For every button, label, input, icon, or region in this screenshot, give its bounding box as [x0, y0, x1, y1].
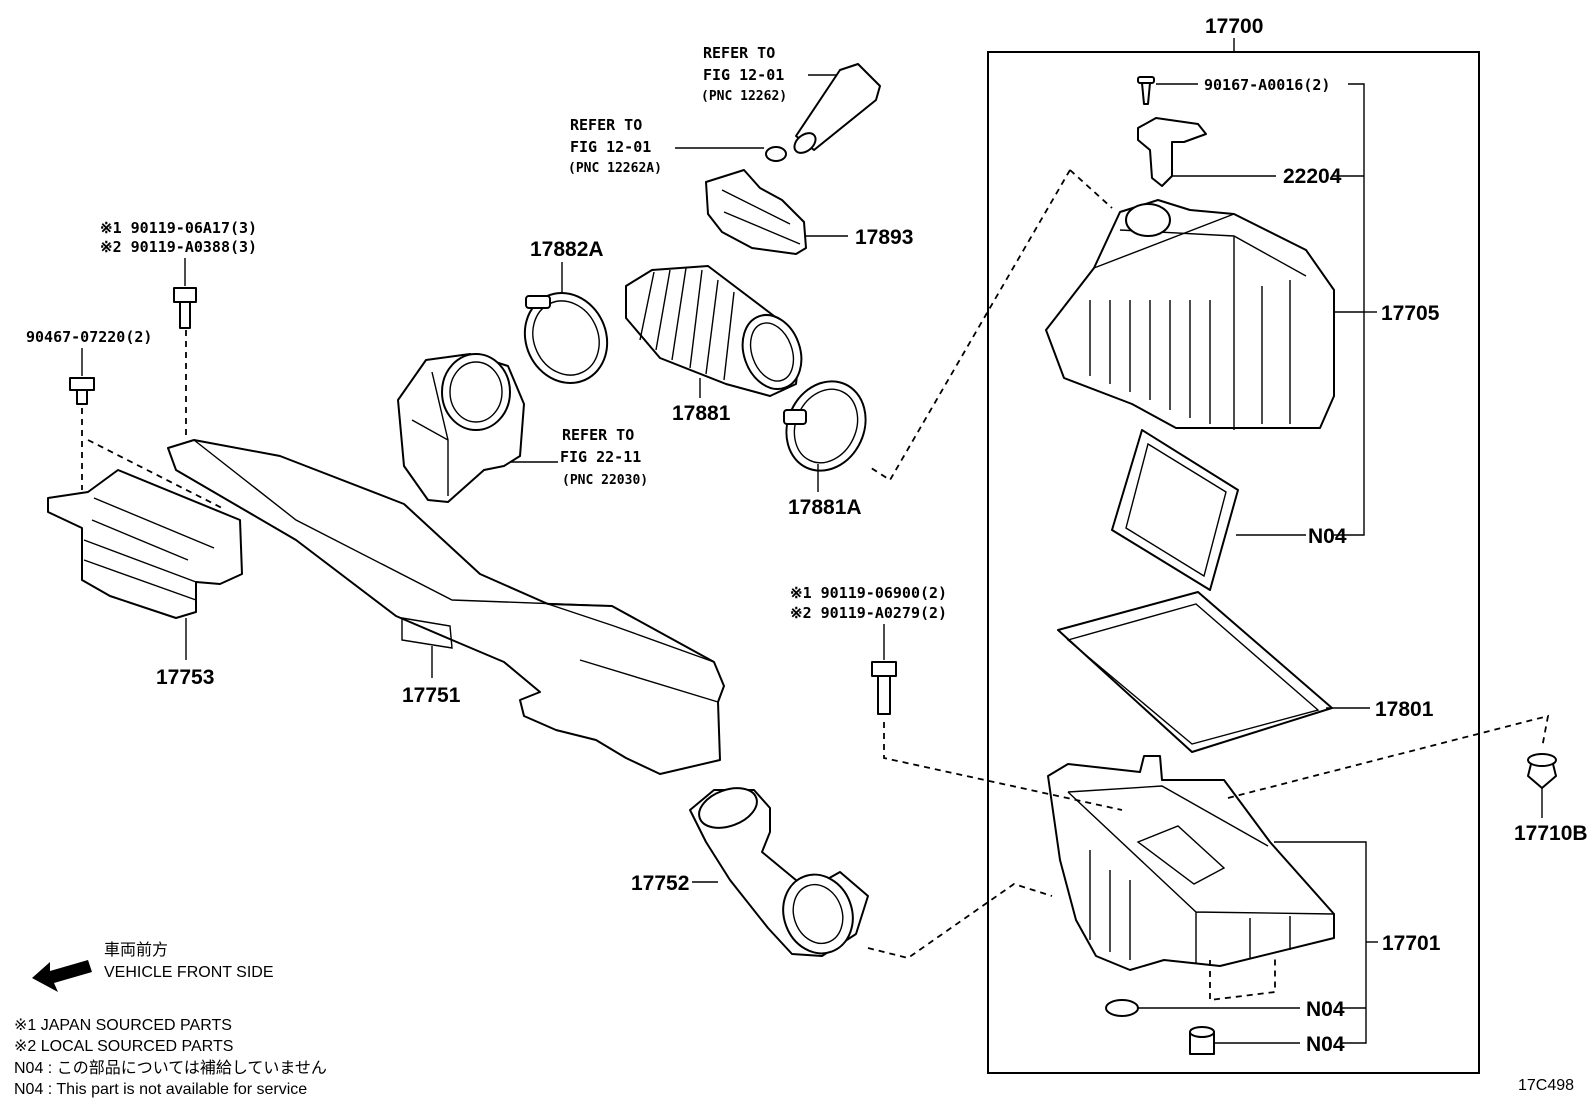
duct-17753: 17753	[47, 469, 243, 689]
label-17701: 17701	[1382, 932, 1441, 955]
label-bolt-right-b: ※2 90119-A0279(2)	[790, 604, 947, 622]
label-17752: 17752	[631, 872, 689, 895]
label-bolt-right-a: ※1 90119-06900(2)	[790, 584, 947, 602]
plug-n04-a: N04	[1105, 998, 1345, 1021]
grommet-17710b: 17710B	[1514, 753, 1588, 845]
label-17705: 17705	[1381, 302, 1440, 325]
label-17882a: 17882A	[530, 238, 604, 261]
figure-code: 17C498	[1518, 1077, 1574, 1094]
intake-hose-17881: 17881	[625, 265, 803, 425]
label-17801: 17801	[1375, 698, 1434, 721]
bolt-90467: 90467-07220(2)	[26, 328, 152, 405]
label-90467: 90467-07220(2)	[26, 328, 152, 346]
gasket-n04: N04	[1111, 429, 1347, 591]
dash-n04	[1209, 956, 1276, 1002]
dash-to-17881a	[867, 169, 1071, 482]
filter-17801: 17801	[1057, 591, 1434, 753]
duct-17751: 17751	[167, 439, 725, 775]
hose-12262	[793, 63, 881, 154]
plug-n04-b: N04	[1189, 1026, 1345, 1056]
label-22204: 22204	[1283, 165, 1342, 188]
label-n04-middle: N04	[1306, 998, 1345, 1021]
label-n04-upper: N04	[1308, 525, 1347, 548]
dash-case-top	[1069, 169, 1113, 209]
clamp-17881a: 17881A	[783, 380, 867, 519]
dash-17752	[867, 883, 1053, 959]
ref-top-line1: REFER TO	[703, 44, 775, 62]
ref-mid-line1: REFER TO	[570, 116, 642, 134]
dash-17710b	[1227, 714, 1550, 799]
throttle-body	[397, 353, 525, 503]
label-17753: 17753	[156, 666, 214, 689]
duct-17752: 17752	[631, 787, 869, 957]
bolt-left-90119: ※1 90119-06A17(3) ※2 90119-A0388(3)	[100, 219, 257, 329]
legend-n04-en: N04 : This part is not available for ser…	[14, 1081, 307, 1098]
ref-top: REFER TO FIG 12-01 (PNC 12262)	[701, 44, 836, 104]
sensor-22204: 22204	[1137, 117, 1342, 188]
label-n04-lower: N04	[1306, 1033, 1345, 1056]
lower-case-17701: 17701	[1047, 755, 1441, 1044]
label-90167: 90167-A0016(2)	[1204, 76, 1330, 94]
ref-mid: REFER TO FIG 12-01 (PNC 12262A)	[568, 116, 787, 176]
ref-top-line3: (PNC 12262)	[701, 89, 787, 104]
label-17893: 17893	[855, 226, 913, 249]
ref-throttle-line1: REFER TO	[562, 426, 634, 444]
bracket-upper-right	[1333, 83, 1377, 536]
screw-90167: 90167-A0016(2)	[1137, 76, 1330, 105]
assembly-17700: 17700	[987, 15, 1480, 1074]
legend-note1: ※1 JAPAN SOURCED PARTS	[14, 1017, 232, 1034]
dash-90467-b	[87, 439, 223, 509]
ref-throttle-line2: FIG 22-11	[560, 448, 641, 466]
label-17700: 17700	[1205, 15, 1263, 38]
label-bolt-left-b: ※2 90119-A0388(3)	[100, 238, 257, 256]
upper-case-17705: 17705	[1045, 199, 1440, 430]
resonator-17893: 17893	[705, 169, 913, 255]
ref-mid-line2: FIG 12-01	[570, 138, 651, 156]
label-17881: 17881	[672, 402, 731, 425]
legend-front-en: VEHICLE FRONT SIDE	[104, 964, 274, 981]
ref-mid-line3: (PNC 12262A)	[568, 161, 662, 176]
clamp-17882a: 17882A	[523, 238, 609, 384]
vehicle-front-arrow-icon	[32, 960, 92, 992]
ref-throttle-line3: (PNC 22030)	[562, 473, 648, 488]
label-17751: 17751	[402, 684, 461, 707]
label-bolt-left-a: ※1 90119-06A17(3)	[100, 219, 257, 237]
legend-n04-jp: N04 : この部品については補給していません	[14, 1059, 327, 1077]
legend-note2: ※2 LOCAL SOURCED PARTS	[14, 1038, 233, 1055]
bolt-right-90119: ※1 90119-06900(2) ※2 90119-A0279(2)	[790, 584, 947, 715]
label-17710b: 17710B	[1514, 822, 1588, 845]
ref-throttle: REFER TO FIG 22-11 (PNC 22030)	[510, 426, 648, 488]
dash-bolt-right	[883, 722, 1123, 811]
legend-front-jp: 車両前方	[104, 941, 168, 959]
ref-top-line2: FIG 12-01	[703, 66, 784, 84]
label-17881a: 17881A	[788, 496, 862, 519]
